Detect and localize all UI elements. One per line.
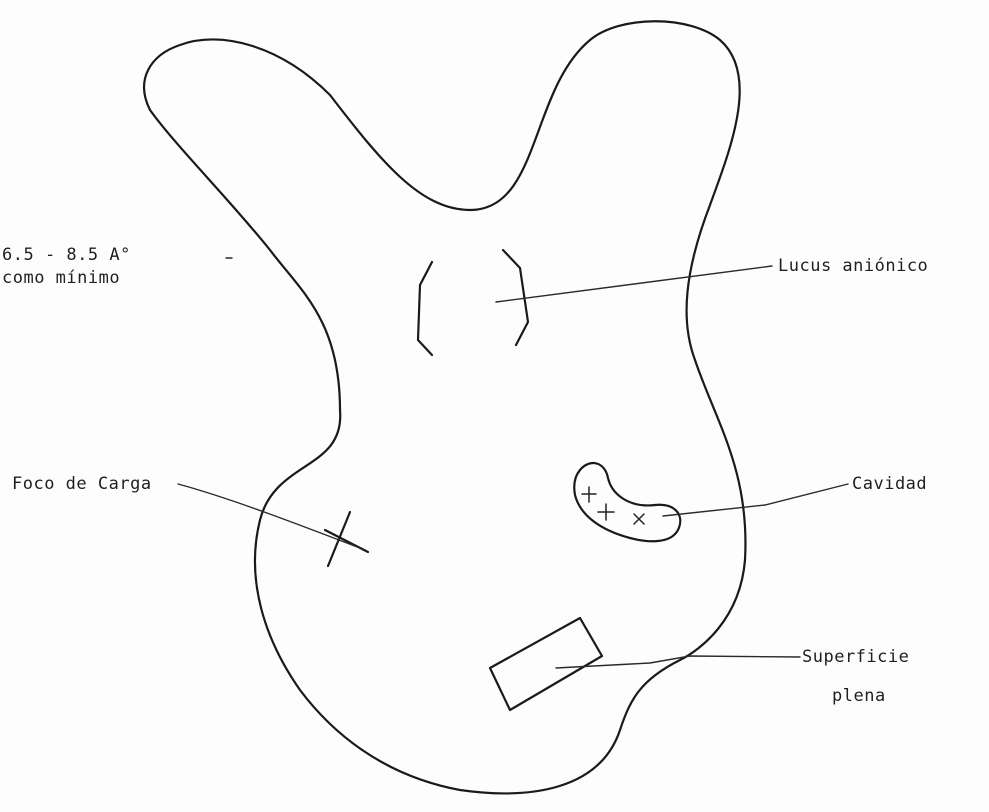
cavity-label: Cavidad bbox=[852, 474, 927, 494]
distance-label: 6.5 - 8.5 A° bbox=[2, 245, 131, 265]
charge-focus-label: Foco de Carga bbox=[12, 474, 152, 494]
anionic-bracket-right bbox=[503, 250, 528, 345]
anionic-site-label: Lucus aniónico bbox=[778, 256, 928, 276]
flat-surface-rectangle bbox=[490, 618, 602, 710]
anionic-bracket-left bbox=[418, 262, 432, 355]
distance-sublabel: como mínimo bbox=[2, 268, 120, 288]
leader-cavidad bbox=[663, 484, 848, 516]
cavity-x-mark bbox=[634, 514, 644, 524]
receptor-outline bbox=[144, 21, 745, 793]
flat-surface-sublabel: plena bbox=[832, 686, 886, 706]
cavity-plus-mark-2 bbox=[598, 504, 614, 520]
leader-foco bbox=[178, 484, 360, 548]
leader-anionic bbox=[496, 266, 772, 302]
flat-surface-label: Superficie bbox=[802, 647, 909, 667]
cavity-outline bbox=[574, 463, 680, 541]
charge-focus-cross bbox=[325, 512, 368, 566]
cavity-plus-mark-1 bbox=[582, 487, 596, 502]
